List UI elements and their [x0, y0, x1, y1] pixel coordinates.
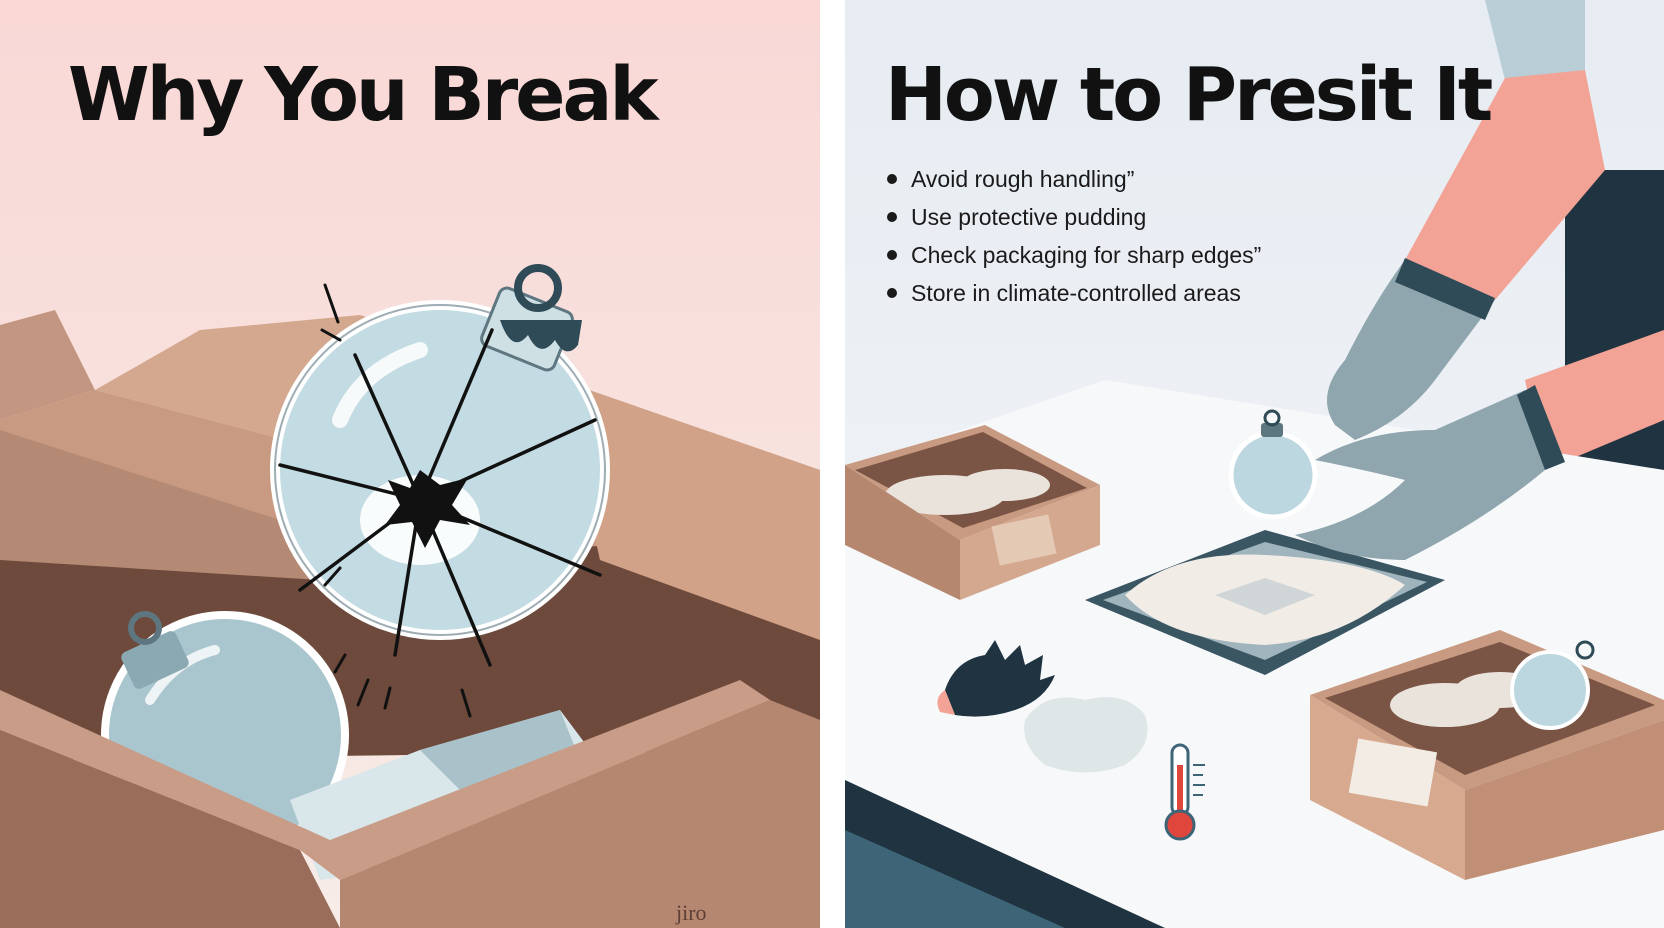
tip-text: Use protective pudding — [911, 203, 1147, 230]
packing-box — [1310, 630, 1664, 880]
tip-item: Use protective pudding — [885, 198, 1261, 236]
tip-item: Store in climate-controlled areas — [885, 274, 1261, 312]
box-left-back-flap — [0, 310, 95, 420]
glove-right — [1295, 390, 1545, 560]
tip-text: Store in climate-controlled areas — [911, 279, 1241, 306]
table-edge-light — [845, 830, 1065, 928]
left-heading: Why You Break — [68, 52, 659, 138]
tip-item: Check packaging for sharp edges” — [885, 236, 1261, 274]
how-to-prevent-panel: How to Presit It Avoid rough handling” U… — [845, 0, 1664, 928]
prevention-tips-list: Avoid rough handling” Use protective pud… — [885, 160, 1261, 312]
box-front-left — [0, 730, 340, 928]
tip-text: Check packaging for sharp edges” — [911, 241, 1262, 268]
shoulder-sleeve — [1485, 0, 1585, 80]
tip-item: Avoid rough handling” — [885, 160, 1261, 198]
bullet-icon — [887, 250, 897, 260]
ornament-icon — [1228, 409, 1318, 520]
glove-cuff-left — [1395, 258, 1495, 320]
right-heading: How to Presit It — [885, 52, 1493, 138]
upper-arm — [1405, 70, 1605, 300]
impact-marks — [320, 283, 472, 718]
box-right-flap — [560, 380, 820, 640]
glove-cuff-right — [1517, 385, 1565, 470]
broken-ornament — [270, 264, 610, 718]
tip-text: Avoid rough handling” — [911, 165, 1135, 192]
foam-padding — [1024, 697, 1148, 773]
small-box — [845, 425, 1100, 600]
thermometer-icon — [1164, 743, 1205, 841]
forearm — [1525, 330, 1664, 470]
broken-ornament-illustration — [0, 264, 820, 928]
why-you-break-panel: Why You Break jiro — [0, 0, 820, 928]
box-front-top — [0, 680, 770, 880]
padded-tray — [1085, 530, 1445, 675]
bullet-icon — [887, 288, 897, 298]
bullet-icon — [887, 174, 897, 184]
artist-signature: jiro — [676, 900, 707, 925]
panel-divider — [820, 0, 845, 928]
wrapping-paper-shadow — [420, 710, 580, 800]
glove-icon — [937, 640, 1055, 717]
box-inner-left-wall — [0, 430, 320, 580]
box-front-right — [340, 700, 820, 928]
packing-illustration — [845, 0, 1664, 928]
bullet-icon — [887, 212, 897, 222]
